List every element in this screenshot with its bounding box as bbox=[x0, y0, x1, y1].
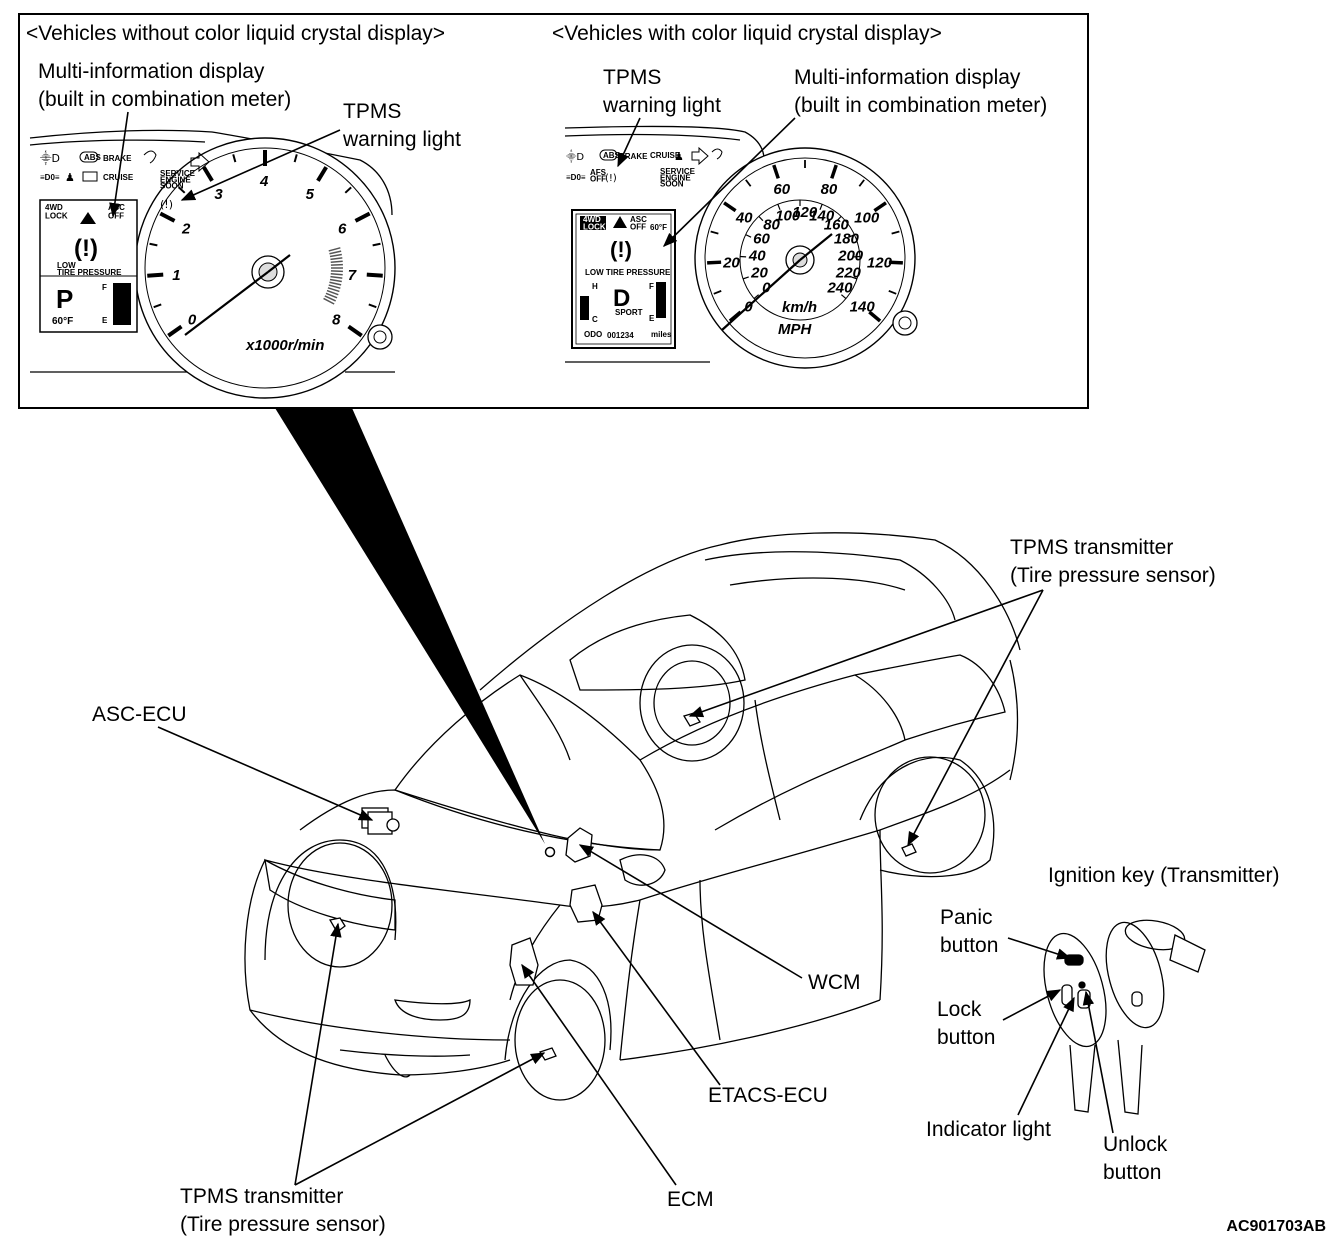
lcd-temp-h: H bbox=[592, 282, 598, 291]
svg-text:(!): (!) bbox=[74, 235, 98, 262]
tacho-unit: x1000r/min bbox=[245, 337, 324, 354]
tacho-label: 1 bbox=[172, 267, 180, 284]
speedo-mph-label: 120 bbox=[867, 255, 893, 272]
speedo-mph-label: 40 bbox=[735, 209, 753, 226]
panic-button-label-1: Panic bbox=[940, 904, 993, 932]
lcd-tire-pressure: TIRE PRESSURE bbox=[57, 268, 122, 277]
tacho-label: 7 bbox=[348, 267, 357, 284]
lock-button-label-2: button bbox=[937, 1024, 995, 1052]
speedo-mph-label: 60 bbox=[773, 181, 790, 198]
lcd-odo-value: 001234 bbox=[607, 331, 634, 340]
lcd-miles: miles bbox=[651, 330, 672, 339]
tpms-transmitter-bottom-2: (Tire pressure sensor) bbox=[180, 1211, 386, 1239]
car-outline bbox=[245, 533, 1020, 1100]
speedo-mph-label: 20 bbox=[722, 255, 740, 272]
tacho-label: 6 bbox=[338, 220, 347, 237]
lcd-fuel-e: E bbox=[649, 314, 655, 323]
right-mid-label-2: (built in combination meter) bbox=[794, 92, 1047, 120]
speedo-mph-unit: MPH bbox=[778, 321, 813, 338]
left-tpms-label-1: TPMS bbox=[343, 98, 401, 126]
tpms-warning-point bbox=[546, 848, 555, 857]
svg-text:♟: ♟ bbox=[674, 150, 684, 163]
lcd-fuel-f: F bbox=[649, 282, 654, 291]
lcd-temp: 60°F bbox=[52, 316, 73, 327]
redline-hatch bbox=[331, 265, 343, 266]
speedo-kmh-label: 200 bbox=[837, 247, 864, 264]
lcd-gear: P bbox=[56, 284, 73, 314]
tpms-transmitter-right-2: (Tire pressure sensor) bbox=[1010, 562, 1216, 590]
lcd-odo: ODO bbox=[584, 330, 602, 339]
svg-text:♟: ♟ bbox=[65, 171, 75, 184]
tacho-label: 3 bbox=[214, 186, 223, 203]
right-mid-label-1: Multi-information display bbox=[794, 64, 1020, 92]
redline-hatch bbox=[331, 261, 343, 262]
main-leaders bbox=[158, 590, 1113, 1185]
tacho-tick bbox=[147, 275, 163, 276]
left-tpms-label-2: warning light bbox=[343, 126, 461, 154]
svg-text:(!): (!) bbox=[605, 173, 617, 184]
ignition-key-label: Ignition key (Transmitter) bbox=[1048, 862, 1279, 890]
tacho-label: 8 bbox=[332, 311, 341, 328]
tacho-label: 5 bbox=[306, 186, 315, 203]
lcd-sport: SPORT bbox=[615, 308, 643, 317]
speedo-kmh-label: 40 bbox=[748, 247, 766, 264]
lock-button-label-1: Lock bbox=[937, 996, 981, 1024]
lcd-low-tire-pressure: LOW TIRE PRESSURE bbox=[585, 268, 671, 277]
callout-wedge bbox=[275, 408, 545, 844]
lcd-temp-c: C bbox=[592, 315, 598, 324]
svg-text:≡D0≡: ≡D0≡ bbox=[40, 173, 60, 182]
left-mid-label-1: Multi-information display bbox=[38, 58, 264, 86]
right-tpms-label-2: warning light bbox=[603, 92, 721, 120]
redline-hatch bbox=[331, 274, 343, 275]
svg-text:≡D0≡: ≡D0≡ bbox=[566, 173, 586, 182]
wcm-unit bbox=[566, 828, 592, 862]
tacho-tick bbox=[367, 275, 383, 276]
tacho-label: 4 bbox=[259, 173, 269, 190]
right-tpms-label-1: TPMS bbox=[603, 64, 661, 92]
ecm-unit bbox=[510, 938, 538, 985]
lcd-fuel-f: F bbox=[102, 283, 107, 292]
abs-indicator: ABS bbox=[84, 153, 102, 162]
speedo-tick bbox=[707, 262, 721, 263]
wcm-label: WCM bbox=[808, 969, 860, 997]
speedo-kmh-label: 180 bbox=[834, 231, 860, 248]
lcd-temp: 60°F bbox=[650, 223, 667, 232]
indicator-light-label: Indicator light bbox=[926, 1116, 1051, 1144]
lcd-fuel-e: E bbox=[102, 316, 108, 325]
svg-text:⸎D: ⸎D bbox=[40, 150, 60, 166]
tacho-label: 2 bbox=[181, 220, 191, 237]
left-mid-label-2: (built in combination meter) bbox=[38, 86, 291, 114]
ignition-key-drawing bbox=[1033, 916, 1205, 1114]
speedo-mph-label: 100 bbox=[854, 209, 880, 226]
right-panel-title: <Vehicles with color liquid crystal disp… bbox=[552, 20, 942, 48]
brake-indicator: BRAKE bbox=[103, 154, 132, 163]
speedo-kmh-label: 240 bbox=[826, 280, 853, 297]
panic-button-label-2: button bbox=[940, 932, 998, 960]
tpms-transmitter-bottom-1: TPMS transmitter bbox=[180, 1183, 343, 1211]
speedo-mph-label: 140 bbox=[850, 299, 876, 316]
asc-ecu-unit bbox=[362, 808, 399, 834]
svg-text:⸎D: ⸎D bbox=[566, 149, 584, 163]
redline-hatch bbox=[331, 271, 343, 272]
left-panel-title: <Vehicles without color liquid crystal d… bbox=[26, 20, 445, 48]
speedo-kmh-label: 20 bbox=[750, 264, 768, 281]
unlock-button-label-1: Unlock bbox=[1103, 1131, 1167, 1159]
figure-id: AC901703AB bbox=[1226, 1218, 1326, 1236]
etacs-ecu-label: ETACS-ECU bbox=[708, 1082, 828, 1110]
svg-text:(!): (!) bbox=[610, 237, 632, 262]
ecm-label: ECM bbox=[667, 1186, 714, 1214]
tpms-transmitter-right-1: TPMS transmitter bbox=[1010, 534, 1173, 562]
unlock-button-label-2: button bbox=[1103, 1159, 1161, 1187]
svg-text:(!): (!) bbox=[160, 198, 173, 211]
abs-indicator: ABS bbox=[603, 151, 621, 160]
speedo-kmh-unit: km/h bbox=[782, 299, 817, 316]
speedo-mph-label: 80 bbox=[821, 181, 838, 198]
asc-ecu-label: ASC-ECU bbox=[92, 701, 187, 729]
